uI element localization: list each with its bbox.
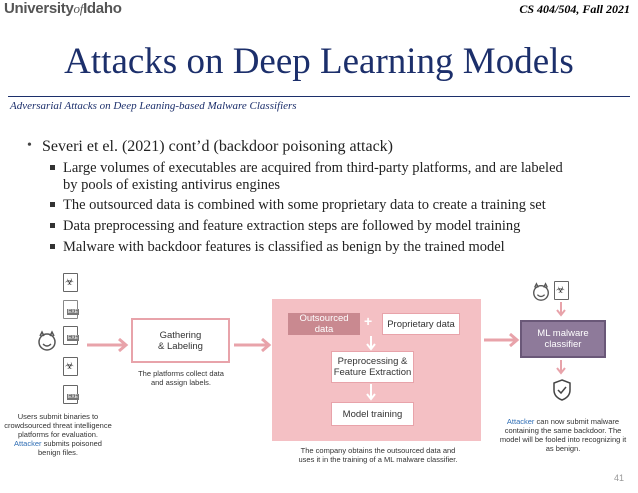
university-logo: UniversityofIdaho: [4, 0, 122, 17]
down-arrow-icon: [366, 384, 376, 401]
exe-file-icon: EXE: [63, 300, 80, 319]
title-divider: [8, 96, 630, 97]
course-label: CS 404/504, Fall 2021: [519, 2, 630, 16]
svg-text:☣: ☣: [556, 285, 565, 296]
gathering-labeling-box: Gathering & Labeling: [131, 318, 230, 363]
svg-text:☣: ☣: [65, 361, 74, 372]
exe-file-icon: EXE: [63, 385, 80, 404]
model-training-box: Model training: [331, 402, 414, 426]
slide-subtitle: Adversarial Attacks on Deep Leaning-base…: [10, 100, 297, 112]
page-number: 41: [613, 473, 624, 483]
bullet-main: Severi et el. (2021) cont’d (backdoor po…: [42, 138, 393, 155]
sub-bullet-1: Large volumes of executables are acquire…: [63, 160, 563, 176]
flow-arrow-icon: [234, 337, 272, 353]
flow-arrow-icon: [87, 337, 129, 353]
sub-bullet-marker: [50, 165, 55, 170]
file-icon: ☣: [63, 357, 78, 376]
plus-sign: +: [364, 313, 373, 329]
sub-bullet-2: The outsourced data is combined with som…: [63, 197, 546, 213]
shield-check-icon: [553, 379, 571, 401]
outsourced-data-box: Outsourced data: [288, 313, 360, 335]
attacker-devil-icon: [38, 330, 56, 351]
proprietary-data-box: Proprietary data: [382, 313, 460, 335]
sub-bullet-marker: [50, 202, 55, 207]
flow-arrow-icon: [484, 332, 520, 348]
exe-file-icon: EXE: [63, 326, 80, 345]
sub-bullet-1-cont: by pools of existing antivirus engines: [63, 177, 281, 193]
sub-bullet-marker: [50, 244, 55, 249]
svg-text:☣: ☣: [65, 277, 74, 288]
slide-title: Attacks on Deep Learning Models: [64, 41, 574, 82]
gathering-label: Gathering: [159, 329, 202, 341]
down-arrow-icon: [366, 336, 376, 351]
ml-classifier-box: ML malware classifier: [520, 320, 606, 358]
attacker-outcome-caption: Attacker can now submit malware containi…: [499, 417, 627, 453]
gathering-label-2: & Labeling: [158, 340, 203, 352]
company-caption: The company obtains the outsourced data …: [298, 446, 458, 464]
malware-file-icon: ☣: [554, 281, 569, 300]
sub-bullet-marker: [50, 223, 55, 228]
down-arrow-icon: [556, 360, 566, 375]
bullet-dot: •: [27, 138, 32, 153]
users-caption: Users submit binaries to crowdsourced th…: [4, 412, 112, 457]
sub-bullet-3: Data preprocessing and feature extractio…: [63, 218, 521, 234]
sub-bullet-4: Malware with backdoor features is classi…: [63, 239, 505, 255]
preprocessing-box: Preprocessing & Feature Extraction: [331, 351, 414, 383]
down-arrow-icon: [556, 302, 566, 317]
attacker-devil-icon: [533, 282, 549, 301]
gathering-caption: The platforms collect data and assign la…: [138, 369, 224, 387]
file-icon: ☣: [63, 273, 78, 292]
